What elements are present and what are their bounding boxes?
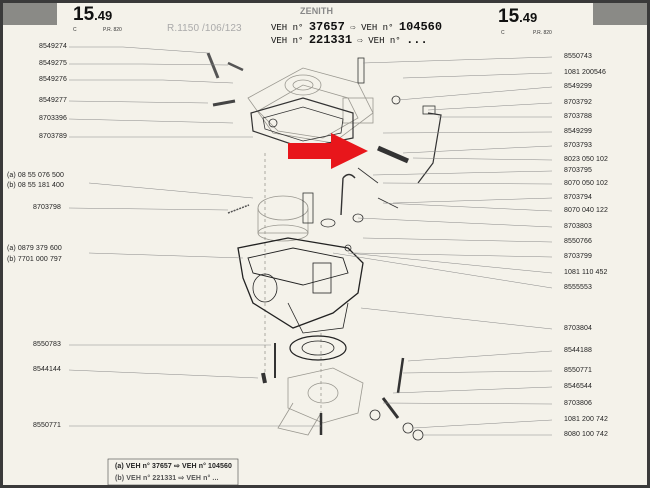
part-label: 8549275 [39, 60, 67, 67]
page-number-left: 15.49 [73, 4, 113, 25]
part-label: 8703793 [564, 142, 592, 149]
title-zenith: ZENITH [300, 6, 334, 16]
part-label: 8703792 [564, 99, 592, 106]
part-label: 8703799 [564, 253, 592, 260]
part-label: 8550766 [564, 238, 592, 245]
page-sub-left-pr: P.R. 820 [103, 27, 122, 33]
part-label: 8703795 [564, 167, 592, 174]
page-sub-left-c: C [73, 27, 77, 33]
part-label: (b) 7701 000 797 [7, 256, 62, 263]
part-label: 8544188 [564, 347, 592, 354]
page-sub-right-c: C [501, 30, 505, 36]
part-label: 8544144 [33, 366, 61, 373]
part-label: 1081 200546 [564, 69, 606, 76]
footer-note-a: (a) VEH n° 37657 ⇨ VEH n° 104560 [115, 463, 232, 470]
part-label: 8550783 [33, 341, 61, 348]
part-label: 8546544 [564, 383, 592, 390]
part-label: 8703803 [564, 223, 592, 230]
page-number-right: 15.49 [498, 6, 538, 27]
part-label: 8550771 [33, 422, 61, 429]
part-label: 8703788 [564, 113, 592, 120]
catalog-page: 15.49 C P.R. 820 15.49 C P.R. 820 ZENITH… [3, 3, 647, 485]
part-label: 1081 200 742 [564, 416, 609, 423]
part-label: (b) 08 55 181 400 [7, 182, 64, 189]
page-sub-right-pr: P.R. 820 [533, 30, 552, 36]
part-label: 8703806 [564, 400, 592, 407]
veh-range-2: VEH n° 221331 ⇨ VEH n° ... [271, 33, 428, 47]
part-label: 8703396 [39, 115, 67, 122]
part-label: 8549277 [39, 97, 67, 104]
corner-photo-right [593, 3, 647, 25]
part-label: 8070 040 122 [564, 207, 609, 214]
part-label: 8703789 [39, 133, 67, 140]
reference-number: R.1150 /106/123 [167, 23, 242, 34]
corner-photo-left [3, 3, 57, 25]
part-label: 8023 050 102 [564, 156, 609, 163]
part-label: 8550743 [564, 53, 592, 60]
part-label: 8703794 [564, 194, 592, 201]
veh-range-1: VEH n° 37657 ⇨ VEH n° 104560 [271, 20, 443, 34]
part-label: 8549299 [564, 83, 592, 90]
part-label: (a) 08 55 076 500 [7, 172, 64, 179]
exploded-view-drawing [68, 46, 553, 485]
part-label: 8550771 [564, 367, 592, 374]
part-label: 8555553 [564, 284, 592, 291]
footer-note-b: (b) VEH n° 221331 ⇨ VEH n° ... [115, 475, 219, 482]
part-label: 8080 100 742 [564, 431, 609, 438]
part-label: (a) 0879 379 600 [7, 245, 62, 252]
highlight-arrow [288, 133, 368, 169]
part-label: 8703804 [564, 325, 592, 332]
part-label: 8070 050 102 [564, 180, 609, 187]
part-label: 8549276 [39, 76, 67, 83]
part-label: 1081 110 452 [564, 269, 608, 276]
part-label: 8703798 [33, 204, 61, 211]
part-label: 8549274 [39, 43, 67, 50]
part-label: 8549299 [564, 128, 592, 135]
